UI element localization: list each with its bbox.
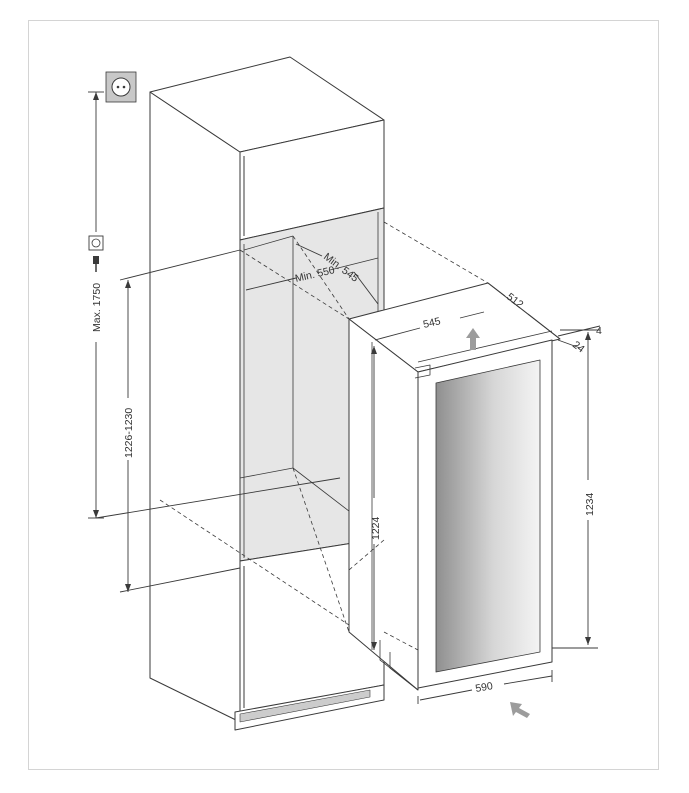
push-in-arrow-icon (510, 702, 530, 718)
door-offset-label: 24 (570, 339, 587, 356)
niche-height-label: 1226-1230 (123, 408, 135, 458)
tall-cabinet (149, 56, 385, 731)
unit-width-bottom-label: 590 (474, 680, 493, 695)
unit-total-height-label: 1234 (584, 492, 596, 516)
guide-lines (159, 221, 489, 651)
unit-side-face (348, 318, 419, 691)
wall-socket-icon (88, 235, 104, 251)
unit-side-height-label: 1224 (370, 516, 382, 540)
wine-cooler-unit (348, 282, 561, 691)
unit-door-glass (435, 359, 541, 673)
lift-arrow-icon (466, 328, 480, 350)
dimension-arrowheads (93, 92, 591, 650)
dimension-lines (88, 91, 601, 704)
max-height-label: Max. 1750 (91, 283, 103, 332)
power-plug-icon (93, 256, 99, 272)
door-gap-label: 4 (596, 325, 602, 337)
power-socket-icon (105, 71, 137, 103)
cabinet-side-panel (149, 91, 241, 723)
unit-width-top-label: 545 (422, 315, 442, 331)
